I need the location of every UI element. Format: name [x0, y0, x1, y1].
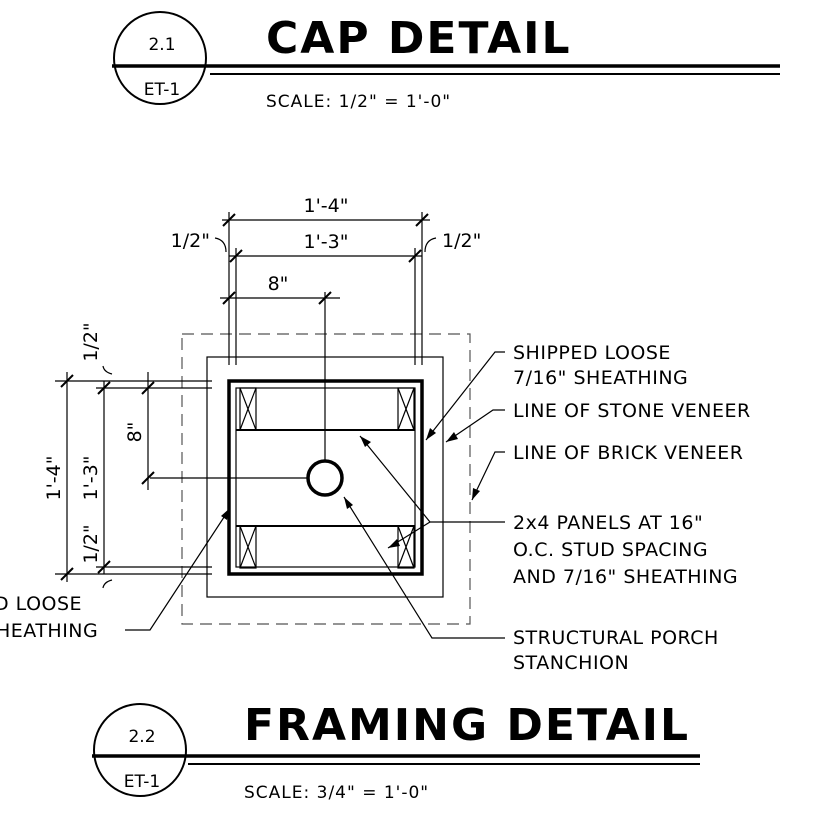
- note-stone-veneer: LINE OF STONE VENEER: [513, 400, 751, 422]
- dim-top-right-half: 1/2": [442, 230, 481, 252]
- framing-detail-scale: SCALE: 3/4" = 1'-0": [244, 783, 429, 803]
- left-dimensions: [55, 365, 212, 589]
- note-stanchion-2: STANCHION: [513, 652, 629, 674]
- cap-detail-number: 2.1: [148, 35, 175, 55]
- leader-lines: [125, 351, 505, 639]
- dim-left-top-half: 1/2": [80, 322, 102, 361]
- dim-left-overall: 1'-4": [43, 456, 65, 501]
- cap-detail-title: CAP DETAIL: [266, 13, 572, 64]
- note-shipped-loose-right-1: SHIPPED LOOSE: [513, 342, 671, 364]
- framing-detail-title-block: 2.2 ET-1 FRAMING DETAIL SCALE: 3/4" = 1'…: [92, 700, 700, 803]
- note-panels-2: O.C. STUD SPACING: [513, 539, 708, 561]
- framing-detail-bubble: [93, 703, 187, 797]
- dim-left-offset: 8": [124, 422, 146, 443]
- cap-detail-bubble: [113, 11, 207, 105]
- dim-top-overall: 1'-4": [304, 195, 349, 217]
- note-shipped-loose-left-2: HEATHING: [0, 620, 98, 642]
- note-brick-veneer: LINE OF BRICK VENEER: [513, 442, 743, 464]
- dim-left-inner: 1'-3": [80, 456, 102, 501]
- note-stanchion-1: STRUCTURAL PORCH: [513, 627, 719, 649]
- dim-top-inner: 1'-3": [304, 231, 349, 253]
- framing-detail-sheet: ET-1: [124, 772, 161, 792]
- note-panels-3: AND 7/16" SHEATHING: [513, 566, 738, 588]
- top-dimensions: [214, 212, 437, 365]
- framing-detail-title: FRAMING DETAIL: [244, 700, 690, 751]
- cap-detail-title-block: 2.1 ET-1 CAP DETAIL SCALE: 1/2" = 1'-0": [112, 11, 780, 112]
- cap-detail-scale: SCALE: 1/2" = 1'-0": [266, 92, 451, 112]
- cap-detail-sheet: ET-1: [144, 80, 181, 100]
- framing-detail-number: 2.2: [128, 727, 155, 747]
- note-shipped-loose-left-1: D LOOSE: [0, 593, 82, 615]
- dim-left-bottom-half: 1/2": [80, 524, 102, 563]
- brick-veneer-line: [181, 333, 471, 625]
- porch-stanchion: [306, 459, 344, 497]
- note-panels-1: 2x4 PANELS AT 16": [513, 512, 703, 534]
- note-shipped-loose-right-2: 7/16" SHEATHING: [513, 367, 688, 389]
- dim-top-offset: 8": [268, 273, 289, 295]
- dim-top-left-half: 1/2": [171, 230, 210, 252]
